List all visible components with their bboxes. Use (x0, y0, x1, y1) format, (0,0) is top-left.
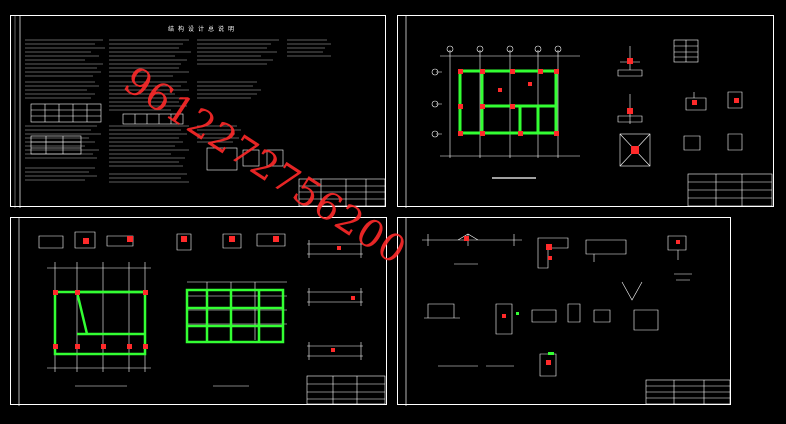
notes-sheet-title: 结构设计总说明 (168, 26, 239, 33)
drawing-sheet-foundation (397, 15, 774, 208)
floor-plan-sheet-graphics (18, 218, 386, 406)
floor-plan-walls (53, 288, 285, 356)
drawing-sheet-floor-plan (10, 217, 387, 406)
drawing-sheet-details (397, 217, 731, 406)
floor-plan-columns (53, 236, 355, 352)
details-sheet-graphics (405, 218, 731, 406)
foundation-sheet-graphics (405, 16, 773, 208)
foundation-walls (458, 69, 558, 135)
notes-sheet-graphics (14, 16, 386, 208)
foundation-columns (458, 69, 559, 136)
drawing-sheet-notes: 结构设计总说明 (10, 15, 386, 208)
